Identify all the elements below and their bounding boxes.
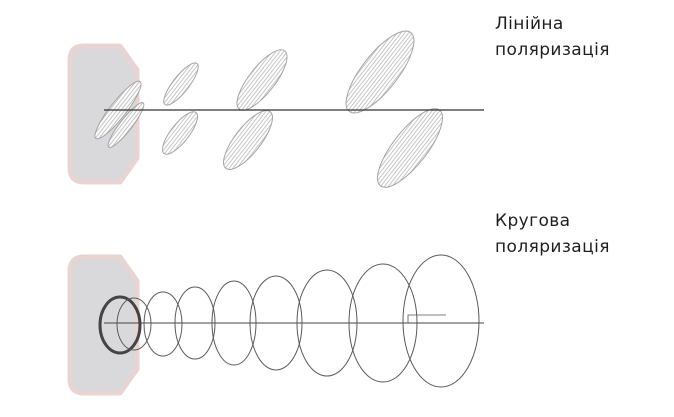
circular-wave-ring <box>143 291 183 357</box>
linear-wave-lobe <box>223 110 273 170</box>
linear-antenna-plate <box>67 43 140 185</box>
linear-wave-lobes <box>94 30 443 188</box>
circular-wave-ring <box>98 295 142 355</box>
linear-polarization-label-line1: Лінійна <box>495 14 564 34</box>
linear-wave-lobe <box>377 108 443 188</box>
circular-wave-ring <box>402 254 480 388</box>
linear-wave-lobe <box>161 111 199 155</box>
linear-wave-lobe <box>236 49 288 111</box>
circular-wave-ring <box>296 269 358 377</box>
linear-wave-lobe <box>107 102 145 148</box>
circular-polarization-label-line2: поляризація <box>495 237 610 257</box>
circular-wave-ring <box>116 297 152 351</box>
circular-polarization-label-line1: Кругова <box>495 211 571 231</box>
circular-polarization-figure <box>67 254 484 396</box>
circular-wave-rings <box>98 254 480 388</box>
circular-wave-ring <box>211 280 257 366</box>
circular-wave-ring <box>348 263 418 383</box>
circular-wave-ring <box>249 275 303 371</box>
circular-wave-ring <box>174 286 216 360</box>
circular-polarization-label: Кругова поляризація <box>495 208 610 260</box>
linear-polarization-label: Лінійна поляризація <box>495 11 610 63</box>
linear-polarization-figure <box>67 30 484 188</box>
linear-wave-lobe <box>163 62 199 106</box>
circular-end-marker <box>407 314 446 323</box>
linear-polarization-label-line2: поляризація <box>495 40 610 60</box>
circular-antenna-plate <box>67 254 140 396</box>
linear-wave-lobe <box>345 30 415 114</box>
